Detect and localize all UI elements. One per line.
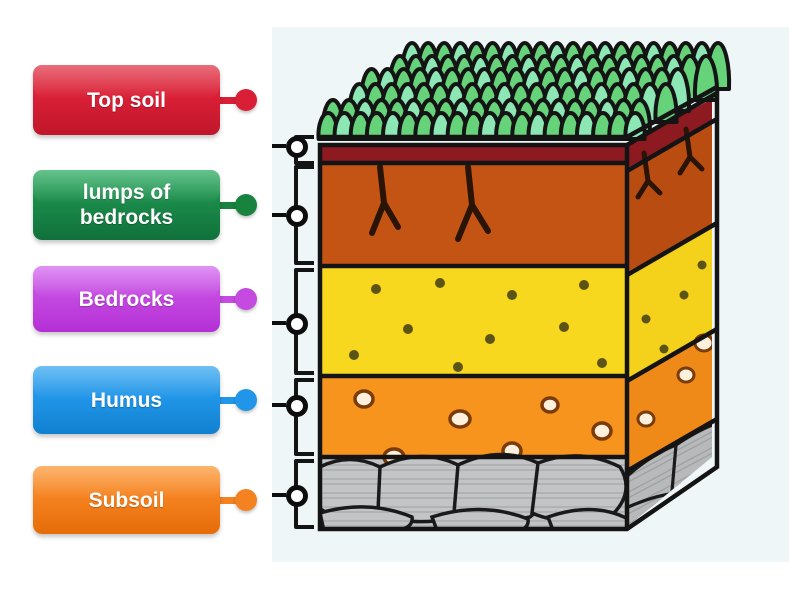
label-text: Subsoil <box>88 488 165 512</box>
connector-knob[interactable] <box>235 389 257 411</box>
marker-ring[interactable] <box>286 395 308 417</box>
marker-lead <box>272 321 286 325</box>
marker-lead <box>272 144 286 148</box>
label-box-lumps-of-bedrocks[interactable]: lumps of bedrocks <box>33 170 220 240</box>
marker-ring[interactable] <box>286 205 308 227</box>
side-face <box>627 99 712 527</box>
drop-marker-1[interactable] <box>272 136 308 158</box>
marker-lead <box>272 403 286 407</box>
marker-ring[interactable] <box>286 485 308 507</box>
organic-speckles <box>349 278 607 372</box>
connector-stalk <box>220 201 237 209</box>
connector-stalk <box>220 295 237 303</box>
label-text: lumps of bedrocks <box>79 181 174 229</box>
diagram-panel <box>272 27 789 562</box>
grass-tuft <box>623 111 647 141</box>
grass-layer <box>316 41 732 141</box>
label-text: Humus <box>90 388 163 412</box>
label-row-bedrocks[interactable]: Bedrocks <box>33 266 257 332</box>
connector-stalk <box>220 96 237 104</box>
marker-ring[interactable] <box>286 136 308 158</box>
connector-knob[interactable] <box>235 489 257 511</box>
connector-lumps-of-bedrocks <box>220 194 257 216</box>
marker-ring[interactable] <box>286 313 308 335</box>
bedrock-cobbles <box>320 452 627 527</box>
connector-humus <box>220 389 257 411</box>
label-box-subsoil[interactable]: Subsoil <box>33 466 220 534</box>
label-box-humus[interactable]: Humus <box>33 366 220 434</box>
drop-marker-5[interactable] <box>272 485 308 507</box>
drop-marker-2[interactable] <box>272 205 308 227</box>
label-row-lumps-of-bedrocks[interactable]: lumps of bedrocks <box>33 170 257 240</box>
marker-lead <box>272 493 286 497</box>
label-row-humus[interactable]: Humus <box>33 366 257 434</box>
label-row-top-soil[interactable]: Top soil <box>33 65 257 135</box>
marker-lead <box>272 213 286 217</box>
connector-top-soil <box>220 89 257 111</box>
label-row-subsoil[interactable]: Subsoil <box>33 466 257 534</box>
drop-marker-4[interactable] <box>272 395 308 417</box>
connector-knob[interactable] <box>235 194 257 216</box>
drop-marker-3[interactable] <box>272 313 308 335</box>
block-outline <box>317 85 720 532</box>
connector-knob[interactable] <box>235 288 257 310</box>
label-box-bedrocks[interactable]: Bedrocks <box>33 266 220 332</box>
connector-stalk <box>220 496 237 504</box>
soil-profile-illustration <box>294 41 732 532</box>
connector-knob[interactable] <box>235 89 257 111</box>
connector-bedrocks <box>220 288 257 310</box>
label-text: Bedrocks <box>78 287 175 311</box>
connector-subsoil <box>220 489 257 511</box>
connector-stalk <box>220 396 237 404</box>
label-box-top-soil[interactable]: Top soil <box>33 65 220 135</box>
front-face <box>320 145 627 527</box>
label-text: Top soil <box>87 88 166 112</box>
